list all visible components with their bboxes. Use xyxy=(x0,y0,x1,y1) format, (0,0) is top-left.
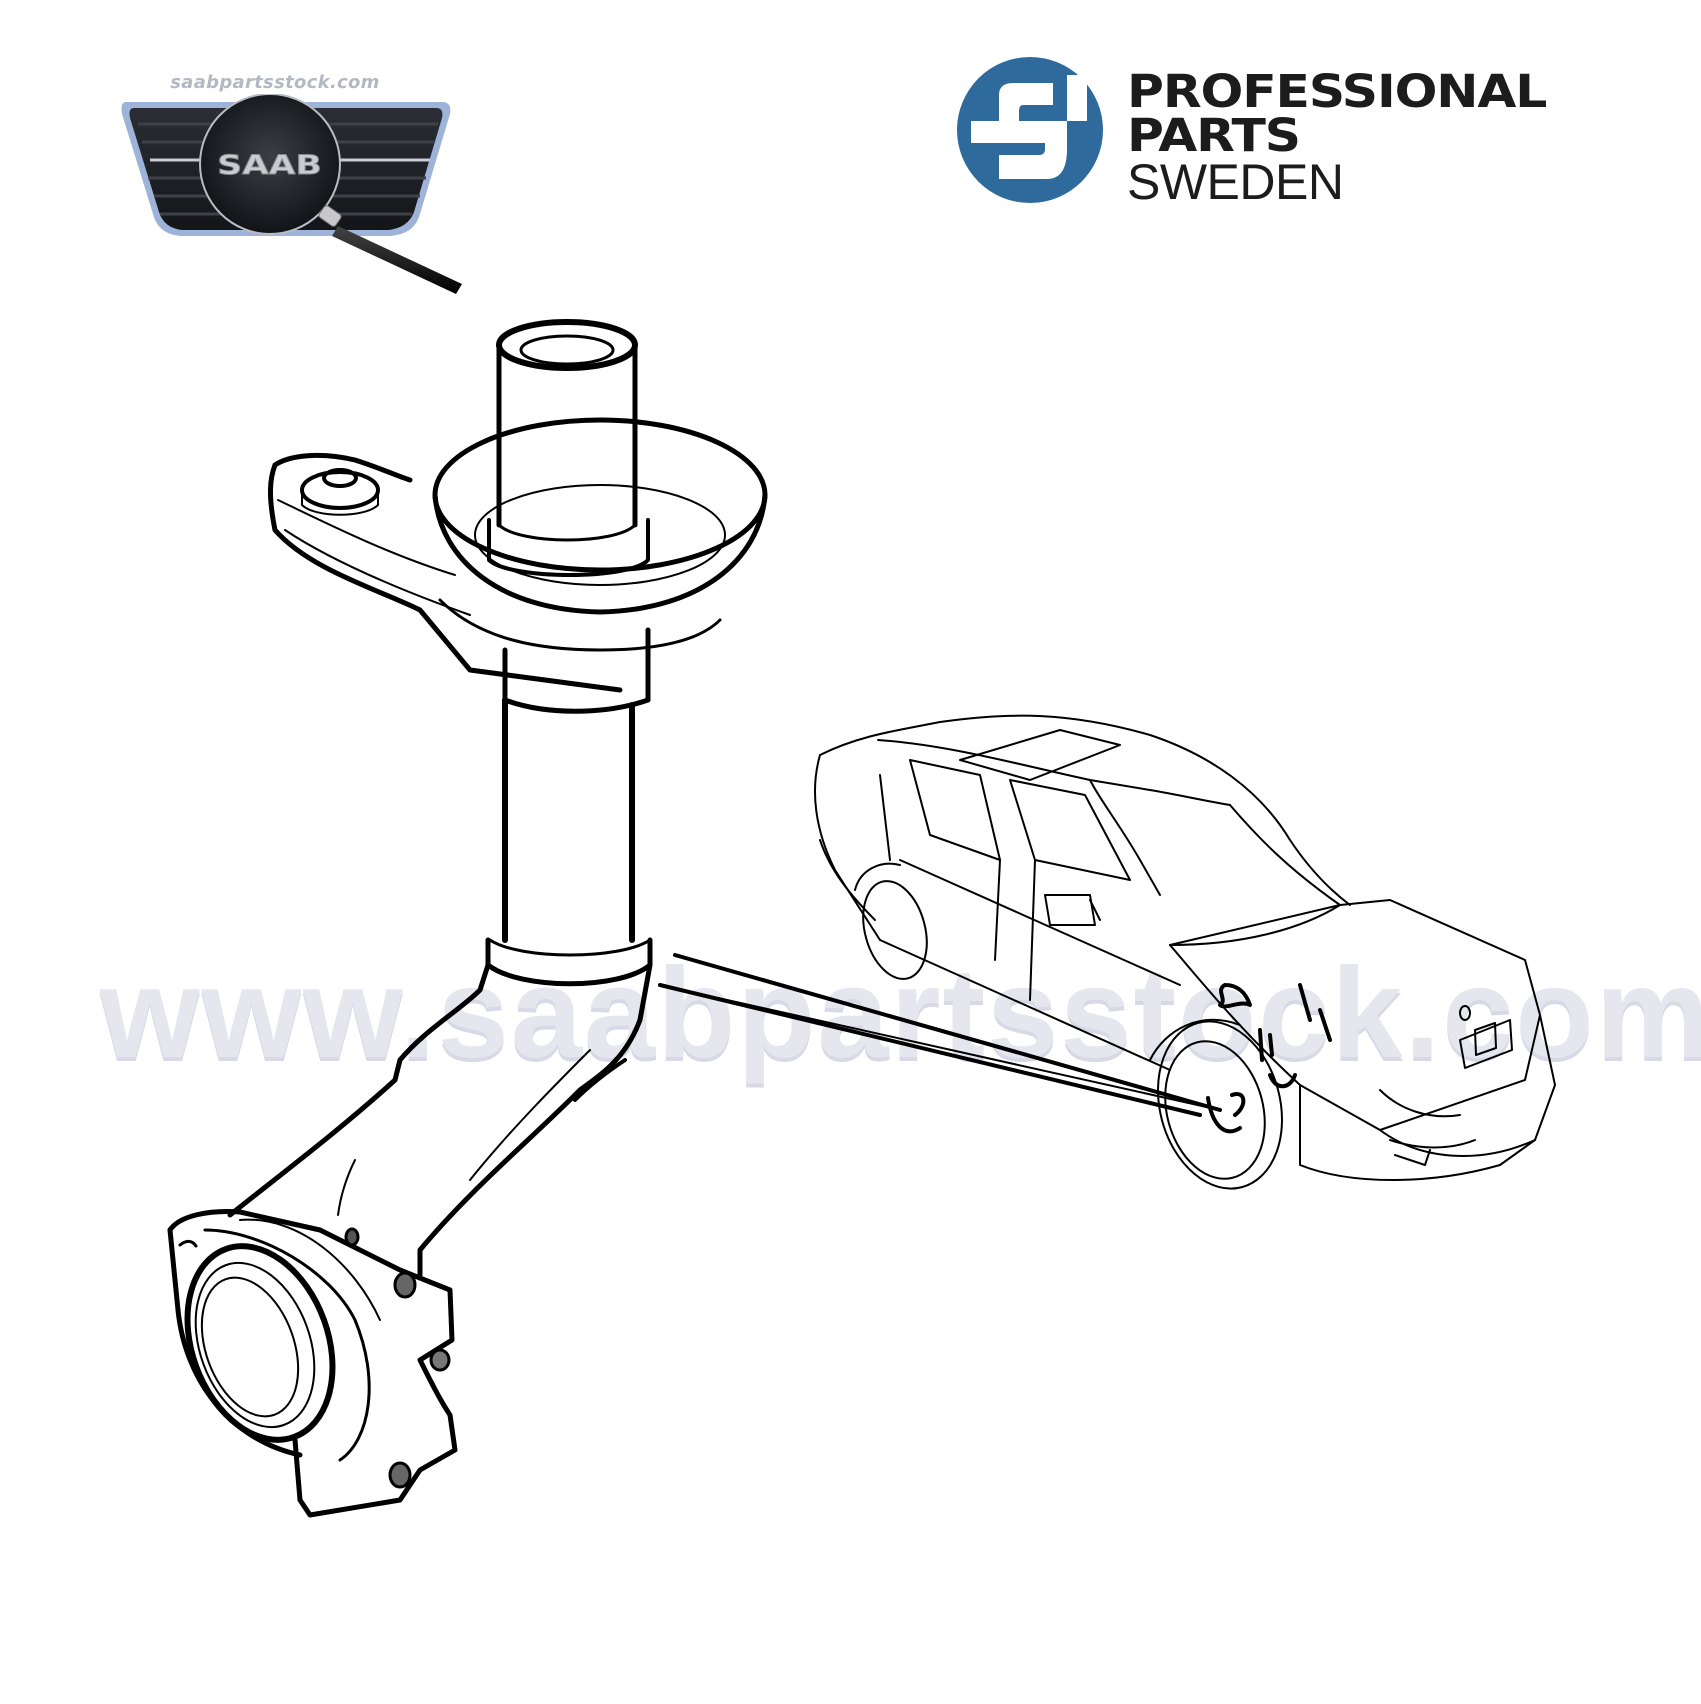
saab-site-label: saabpartsstock.com xyxy=(170,72,380,93)
strut-assembly xyxy=(267,319,768,987)
logo-text-professional: PROFESSIONAL xyxy=(1127,65,1547,118)
steering-knuckle xyxy=(167,962,653,1518)
professional-parts-sweden-logo: PROFESSIONAL PARTS SWEDEN xyxy=(955,55,1675,215)
car-locator-outline xyxy=(814,714,1556,1190)
saab-grille-icon: SAAB xyxy=(121,94,462,294)
locator-leader-lines xyxy=(658,953,1222,1117)
saab-wordmark: SAAB xyxy=(217,150,322,181)
logo-text-parts: PARTS xyxy=(1127,109,1301,162)
logo-text-sweden: SWEDEN xyxy=(1127,154,1344,210)
saab-badge-logo: saabpartsstock.com SAA xyxy=(120,64,520,294)
pps-monogram-icon xyxy=(957,57,1103,203)
watermark-text: www.saabpartsstock.com xyxy=(100,942,1701,1085)
magnifying-glass-icon xyxy=(332,226,462,294)
